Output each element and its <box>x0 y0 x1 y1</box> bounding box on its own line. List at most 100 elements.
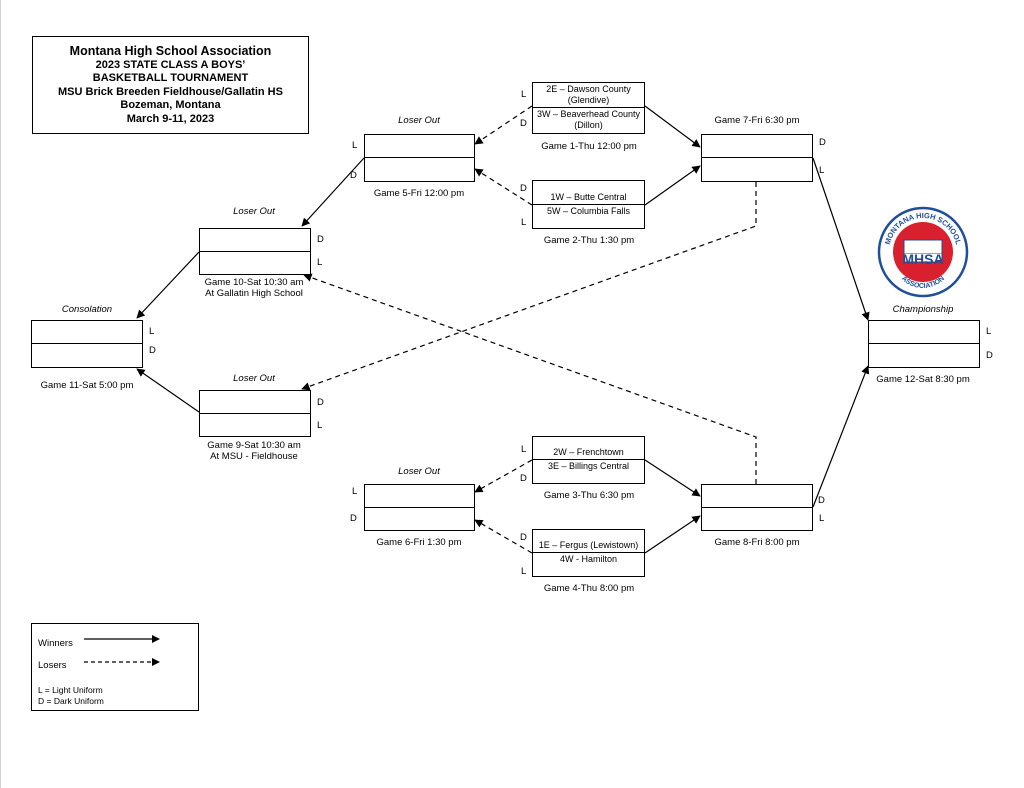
legend-winners-arrow <box>84 635 160 643</box>
game-9-team-bottom <box>200 414 310 437</box>
game-4-bottom-uniform: L <box>521 566 527 577</box>
game-8-caption: Game 8-Fri 8:00 pm <box>714 537 800 548</box>
game-7-bottom-uniform: L <box>819 165 825 176</box>
game-10-team-bottom <box>200 252 310 275</box>
game-10-box <box>199 228 311 275</box>
game-12-caption: Game 12-Sat 8:30 pm <box>876 374 970 385</box>
game-8-box <box>701 484 813 531</box>
game-11-box <box>31 320 143 368</box>
game-2-bottom-uniform: L <box>521 217 527 228</box>
game-8-top-uniform: D <box>818 495 825 506</box>
winner-line-g5-g10 <box>301 157 365 227</box>
game-4-top-uniform: D <box>520 532 527 543</box>
tournament-class: 2023 STATE CLASS A BOYS’ <box>95 58 246 71</box>
winner-line-g9-g11 <box>136 368 200 413</box>
winner-line-g3-g8 <box>644 459 701 497</box>
game-11-top-uniform: L <box>149 326 155 337</box>
game-12-box <box>868 320 980 368</box>
game-10-header: Loser Out <box>233 206 275 217</box>
tournament-title-box: Montana High School Association 2023 STA… <box>32 36 309 134</box>
game-12-header: Championship <box>892 304 954 315</box>
game-12-top-uniform: L <box>986 326 992 337</box>
game-1-team-top: 2E – Dawson County (Glendive) <box>533 83 644 108</box>
game-1-team-bottom: 3W – Beaverhead County (Dillon) <box>536 109 641 130</box>
legend-losers-label: Losers <box>38 660 67 671</box>
game-1-box: 2E – Dawson County (Glendive) 3W – Beave… <box>532 82 645 134</box>
legend-box: Winners Losers L = Light Uniform D = Dar… <box>31 623 199 711</box>
tournament-city: Bozeman, Montana <box>120 99 221 111</box>
logo-center-text: MHSA <box>902 251 943 267</box>
winner-line-g4-g8 <box>644 515 701 554</box>
game-6-team-top <box>365 485 474 508</box>
loser-line-g3-g6 <box>474 459 533 493</box>
game-7-team-top <box>702 135 812 158</box>
loser-line-g1-g5 <box>474 105 533 145</box>
game-5-team-bottom <box>365 158 474 181</box>
winner-line-g1-g7 <box>644 105 701 148</box>
game-3-team-bottom: 3E – Billings Central <box>547 461 630 471</box>
game-9-team-top <box>200 391 310 414</box>
game-3-team-top: 2W – Frenchtown <box>533 437 644 460</box>
game-5-caption: Game 5-Fri 12:00 pm <box>373 188 465 199</box>
tournament-venue: MSU Brick Breeden Fieldhouse/Gallatin HS <box>58 85 283 98</box>
game-11-header: Consolation <box>61 304 113 315</box>
game-12-bottom-uniform: D <box>986 350 993 361</box>
game-6-header: Loser Out <box>398 466 440 477</box>
game-9-top-uniform: D <box>317 397 324 408</box>
loser-line-g7-g9 <box>301 182 757 391</box>
association-name: Montana High School Association <box>69 44 272 58</box>
game-4-box: 1E – Fergus (Lewistown) 4W - Hamilton <box>532 529 645 577</box>
game-7-top-uniform: D <box>819 137 826 148</box>
game-5-box <box>364 134 475 182</box>
legend-winners-label: Winners <box>38 638 73 649</box>
game-10-caption: Game 10-Sat 10:30 am <box>204 277 304 288</box>
game-10-top-uniform: D <box>317 234 324 245</box>
game-3-caption: Game 3-Thu 6:30 pm <box>543 490 635 501</box>
game-12-team-bottom <box>869 344 979 367</box>
winner-line-g10-g11 <box>136 251 200 319</box>
legend-light-uniform: L = Light Uniform <box>38 685 103 695</box>
game-7-box <box>701 134 813 182</box>
game-1-top-uniform: L <box>521 89 527 100</box>
game-11-team-bottom <box>32 344 142 367</box>
game-3-top-uniform: L <box>521 444 527 455</box>
game-6-box <box>364 484 475 531</box>
game-2-box: 1W – Butte Central 5W – Columbia Falls <box>532 180 645 229</box>
game-9-caption: Game 9-Sat 10:30 am <box>207 440 301 451</box>
game-8-team-bottom <box>702 508 812 531</box>
game-12-team-top <box>869 321 979 344</box>
game-3-bottom-uniform: D <box>520 473 527 484</box>
game-10-bottom-uniform: L <box>317 257 323 268</box>
loser-line-g4-g6 <box>474 519 533 554</box>
winner-line-g7-g12 <box>812 157 870 321</box>
game-3-box: 2W – Frenchtown 3E – Billings Central <box>532 436 645 484</box>
game-7-team-bottom <box>702 158 812 181</box>
game-2-caption: Game 2-Thu 1:30 pm <box>543 235 635 246</box>
game-4-team-bottom: 4W - Hamilton <box>559 554 617 564</box>
game-9-location: At MSU - Fieldhouse <box>210 451 298 462</box>
mhsa-logo: MHSA MONTANA HIGH SCHOOL ASSOCIATION <box>877 206 969 298</box>
game-1-bottom-uniform: D <box>520 118 527 129</box>
game-6-team-bottom <box>365 508 474 531</box>
game-11-bottom-uniform: D <box>149 345 156 356</box>
game-9-header: Loser Out <box>233 373 275 384</box>
game-5-team-top <box>365 135 474 158</box>
game-5-header: Loser Out <box>398 115 440 126</box>
game-7-caption: Game 7-Fri 6:30 pm <box>714 115 800 126</box>
loser-line-g8-g10 <box>303 273 757 484</box>
game-2-top-uniform: D <box>520 183 527 194</box>
game-2-team-top: 1W – Butte Central <box>533 181 644 205</box>
game-9-bottom-uniform: L <box>317 420 323 431</box>
game-6-top-uniform: L <box>352 486 358 497</box>
page-edge <box>0 0 1 788</box>
winner-line-g8-g12 <box>812 365 870 508</box>
game-1-caption: Game 1-Thu 12:00 pm <box>541 141 637 152</box>
game-9-box <box>199 390 311 437</box>
game-11-team-top <box>32 321 142 344</box>
game-4-caption: Game 4-Thu 8:00 pm <box>543 583 635 594</box>
game-8-bottom-uniform: L <box>819 513 825 524</box>
game-4-team-top: 1E – Fergus (Lewistown) <box>533 530 644 553</box>
game-2-team-bottom: 5W – Columbia Falls <box>546 205 631 216</box>
game-10-location: At Gallatin High School <box>205 288 303 299</box>
